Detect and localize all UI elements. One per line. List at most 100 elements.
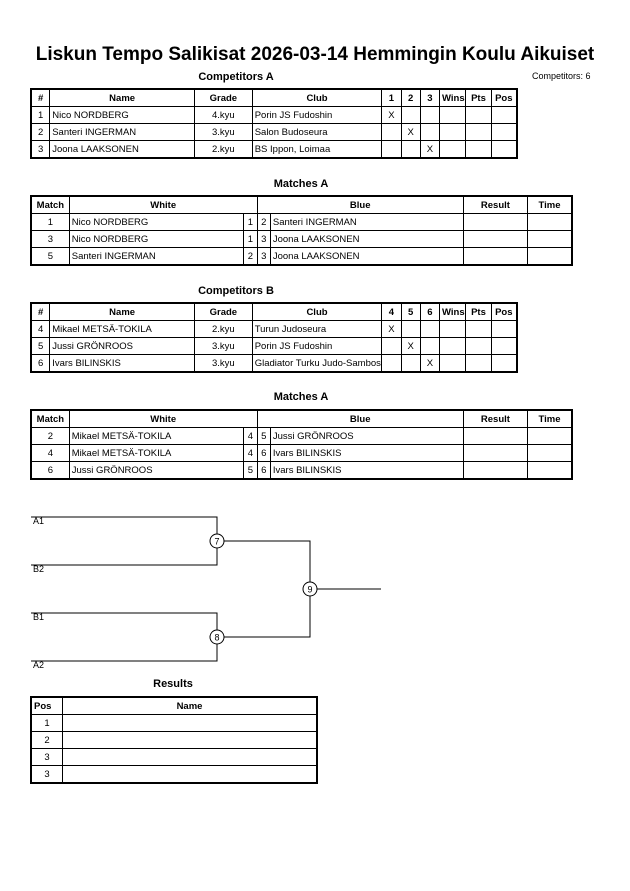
cell-match: 1 xyxy=(31,213,70,231)
cell-result xyxy=(462,444,529,462)
col-header: # xyxy=(30,303,51,321)
col-header: Wins xyxy=(438,303,467,321)
cell-club: Porin JS Fudoshin xyxy=(251,337,383,355)
cell-m3 xyxy=(419,106,441,124)
matches-b-title: Matches A xyxy=(273,391,329,403)
cell-w: 1 xyxy=(243,230,258,248)
cell-m2 xyxy=(400,140,421,158)
cell-result xyxy=(462,213,529,231)
cell-club: BS Ippon, Loimaa xyxy=(251,140,383,158)
cell-m2: X xyxy=(400,337,421,355)
cell-time xyxy=(527,230,572,248)
cell-name: Jussi GRÖNROOS xyxy=(49,337,195,355)
cell-grade: 2.kyu xyxy=(194,320,253,338)
bracket-line xyxy=(224,540,311,638)
cell-m1: X xyxy=(381,320,402,338)
cell-result xyxy=(462,230,529,248)
col-header: Blue xyxy=(256,196,464,214)
table-header-row: Match White Blue Result Time xyxy=(31,196,572,214)
col-header: Match xyxy=(31,410,70,428)
col-header: Grade xyxy=(194,89,253,107)
col-header: Time xyxy=(527,410,572,428)
cell-name: Santeri INGERMAN xyxy=(49,123,195,141)
col-header: Grade xyxy=(194,303,253,321)
cell-name xyxy=(62,748,317,766)
cell-club: Porin JS Fudoshin xyxy=(251,106,383,124)
col-header: 3 xyxy=(419,89,441,107)
col-header: Time xyxy=(527,196,572,214)
cell-m1 xyxy=(381,337,402,355)
table-row: 1 xyxy=(31,714,317,732)
cell-w: 4 xyxy=(243,427,258,445)
cell-num: 1 xyxy=(30,106,51,124)
table-header-row: # Name Grade Club 4 5 6 Wins Pts Pos xyxy=(30,303,518,321)
cell-pos: 3 xyxy=(31,765,63,783)
cell-result xyxy=(462,427,529,445)
bracket-diagram: A1 B2 B1 A2 7 8 9 xyxy=(31,516,381,670)
cell-blue: Jussi GRÖNROOS xyxy=(269,427,464,445)
cell-m1 xyxy=(381,140,402,158)
cell-blue: Ivars BILINSKIS xyxy=(269,461,464,479)
cell-m1: X xyxy=(381,106,402,124)
bracket-label-b2: B2 xyxy=(33,564,44,574)
col-header: Pos xyxy=(490,89,518,107)
cell-pos: 1 xyxy=(31,714,63,732)
table-header-row: Pos Name xyxy=(31,697,317,715)
cell-white: Mikael METSÄ-TOKILA xyxy=(68,427,245,445)
col-header: Name xyxy=(49,303,195,321)
cell-club: Turun Judoseura xyxy=(251,320,383,338)
cell-result xyxy=(462,247,529,265)
table-header-row: Match White Blue Result Time xyxy=(31,410,572,428)
cell-name xyxy=(62,731,317,749)
cell-club: Gladiator Turku Judo-Samboseura xyxy=(251,354,383,372)
cell-name: Mikael METSÄ-TOKILA xyxy=(49,320,195,338)
col-header: Pos xyxy=(31,697,63,715)
cell-num: 5 xyxy=(30,337,51,355)
col-header: Name xyxy=(62,697,317,715)
cell-m2 xyxy=(400,320,421,338)
cell-pts xyxy=(465,354,492,372)
bracket-line xyxy=(31,516,218,566)
cell-w: 5 xyxy=(243,461,258,479)
cell-pts xyxy=(465,106,492,124)
cell-wins xyxy=(438,337,467,355)
table-row: 3 xyxy=(31,765,317,783)
cell-name: Joona LAAKSONEN xyxy=(49,140,195,158)
col-header: 5 xyxy=(400,303,421,321)
col-header: 2 xyxy=(400,89,421,107)
cell-w: 2 xyxy=(243,247,258,265)
cell-pts xyxy=(465,123,492,141)
col-header: 1 xyxy=(381,89,402,107)
col-header: # xyxy=(30,89,51,107)
cell-name: Nico NORDBERG xyxy=(49,106,195,124)
cell-pos: 2 xyxy=(31,731,63,749)
cell-w: 1 xyxy=(243,213,258,231)
cell-white: Santeri INGERMAN xyxy=(68,247,245,265)
cell-match: 6 xyxy=(31,461,70,479)
cell-m3 xyxy=(419,123,441,141)
bracket-node-7: 7 xyxy=(209,533,225,549)
bracket-node-8: 8 xyxy=(209,629,225,645)
cell-time xyxy=(527,213,572,231)
col-header: Match xyxy=(31,196,70,214)
cell-time xyxy=(527,461,572,479)
cell-white: Nico NORDBERG xyxy=(68,213,245,231)
col-header: White xyxy=(68,196,258,214)
cell-wins xyxy=(438,140,467,158)
col-header: Pts xyxy=(465,89,492,107)
col-header: Pts xyxy=(465,303,492,321)
cell-white: Jussi GRÖNROOS xyxy=(68,461,245,479)
bracket-label-b1: B1 xyxy=(33,612,44,622)
cell-pts xyxy=(465,140,492,158)
cell-wins xyxy=(438,354,467,372)
col-header: Wins xyxy=(438,89,467,107)
cell-pos xyxy=(490,106,518,124)
